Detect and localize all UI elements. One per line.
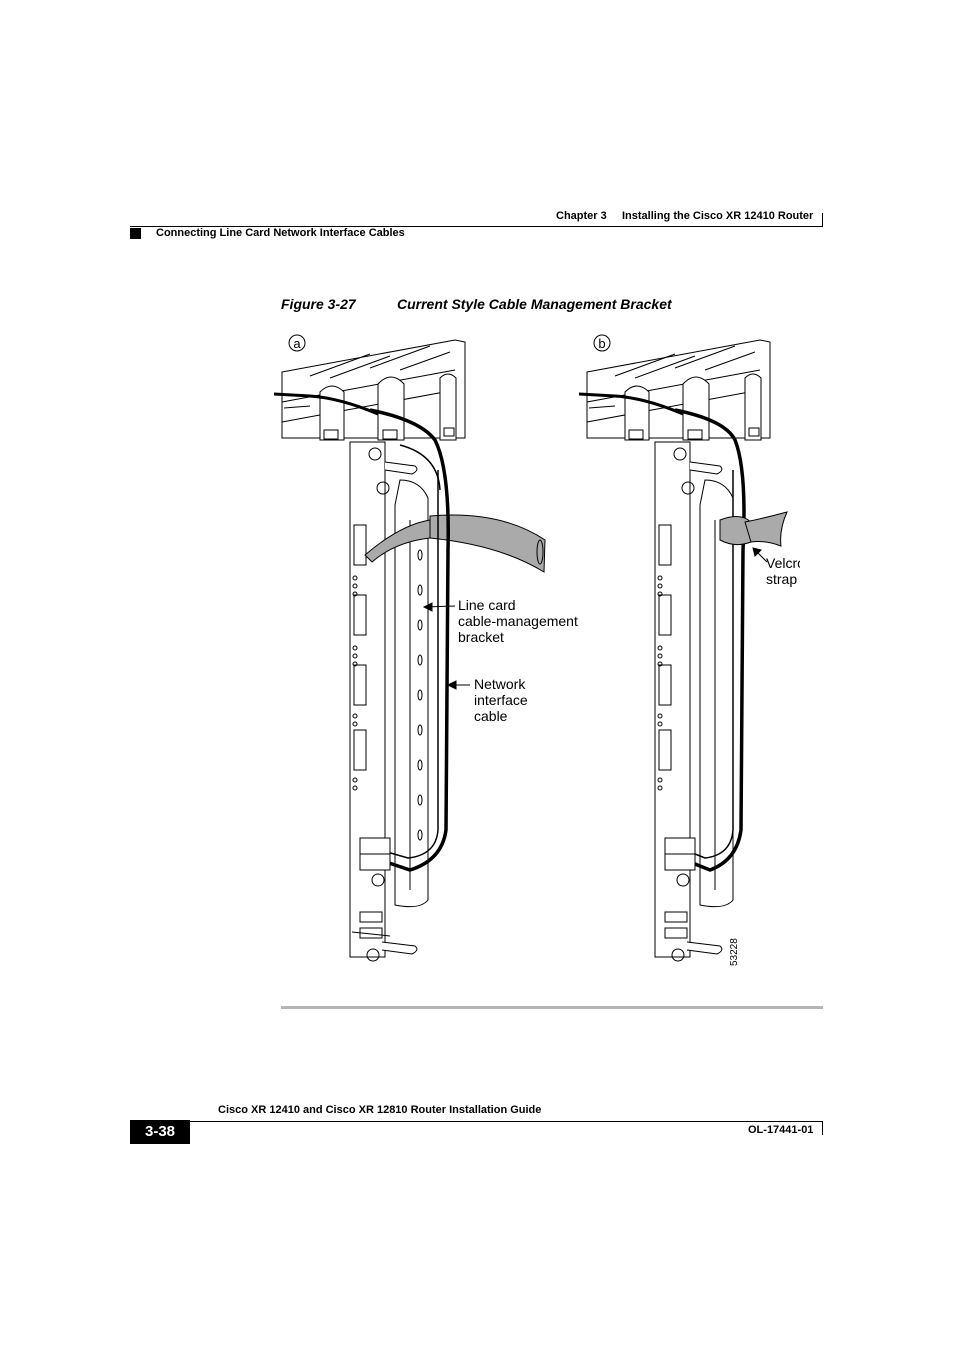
callout-velcro-line1: Velcro [766, 555, 800, 571]
art-id: 53228 [729, 938, 740, 966]
footer-page-number: 3-38 [130, 1120, 190, 1144]
header-section: Connecting Line Card Network Interface C… [156, 227, 405, 239]
header-chapter: Chapter 3 [556, 210, 607, 222]
footer-guide-title: Cisco XR 12410 and Cisco XR 12810 Router… [218, 1104, 542, 1116]
footer-doc-number: OL-17441-01 [748, 1124, 814, 1136]
panel-a-illustration [273, 334, 546, 962]
callout-cable-line1: Network [474, 676, 526, 692]
callout-cable-line2: interface [474, 692, 528, 708]
footer-tick [822, 1121, 823, 1135]
callout-bracket-line3: bracket [458, 629, 504, 645]
figure-number: Figure 3-27 [281, 296, 356, 312]
header-marker [130, 228, 141, 239]
figure-bottom-rule [281, 1006, 823, 1009]
panel-b-illustration [578, 334, 788, 962]
panel-a-label: a [293, 336, 301, 351]
figure-title: Current Style Cable Management Bracket [397, 296, 672, 312]
callout-bracket-line2: cable-management [458, 613, 578, 629]
header-tick [822, 213, 823, 227]
callout-bracket-line1: Line card [458, 597, 516, 613]
header-chapter-title: Installing the Cisco XR 12410 Router [622, 210, 814, 222]
panel-b-label: b [598, 336, 605, 351]
callout-cable-line3: cable [474, 708, 508, 724]
callout-velcro-line2: strap [766, 571, 797, 587]
footer-rule [190, 1121, 823, 1122]
cable-bracket-illustration: a [273, 334, 800, 966]
header-rule [130, 226, 823, 227]
